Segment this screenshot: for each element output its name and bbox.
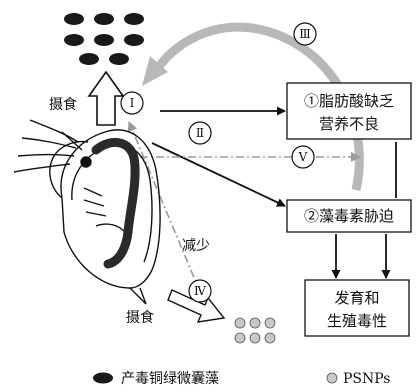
label-IV: Ⅳ <box>194 284 207 298</box>
arrow-II <box>152 143 285 206</box>
legend-algae-label: 产毒铜绿微囊藻 <box>121 370 219 387</box>
label-I: Ⅰ <box>130 96 135 110</box>
ingest-label-top: 摄食 <box>49 96 77 113</box>
ingest-label-bottom: 摄食 <box>126 309 154 326</box>
legend-algae-icon <box>93 373 113 384</box>
label-III: Ⅲ <box>299 27 311 41</box>
dashdot-IV-upper <box>129 122 200 292</box>
daphnia-gut <box>96 142 135 264</box>
psnps-cluster <box>235 318 275 343</box>
box-toxin-stress-line1: ②藻毒素胁迫 <box>304 207 394 225</box>
decrease-label: 减少 <box>182 238 210 254</box>
microcystis-cluster <box>64 13 144 65</box>
legend-psnps-icon <box>327 373 337 383</box>
box-development-line1: 发育和 <box>334 289 379 307</box>
legend-psnps-label: PSNPs <box>343 371 391 387</box>
label-V: Ⅴ <box>298 150 308 164</box>
label-II: Ⅱ <box>196 126 204 140</box>
ingest-up-arrow <box>89 72 123 125</box>
box-fatty-acid-line2: 营养不良 <box>319 115 379 133</box>
daphnia-illustration <box>14 120 160 304</box>
box-development-line2: 生殖毒性 <box>327 312 387 330</box>
box-fatty-acid-line1: ①脂肪酸缺乏 <box>304 92 394 110</box>
